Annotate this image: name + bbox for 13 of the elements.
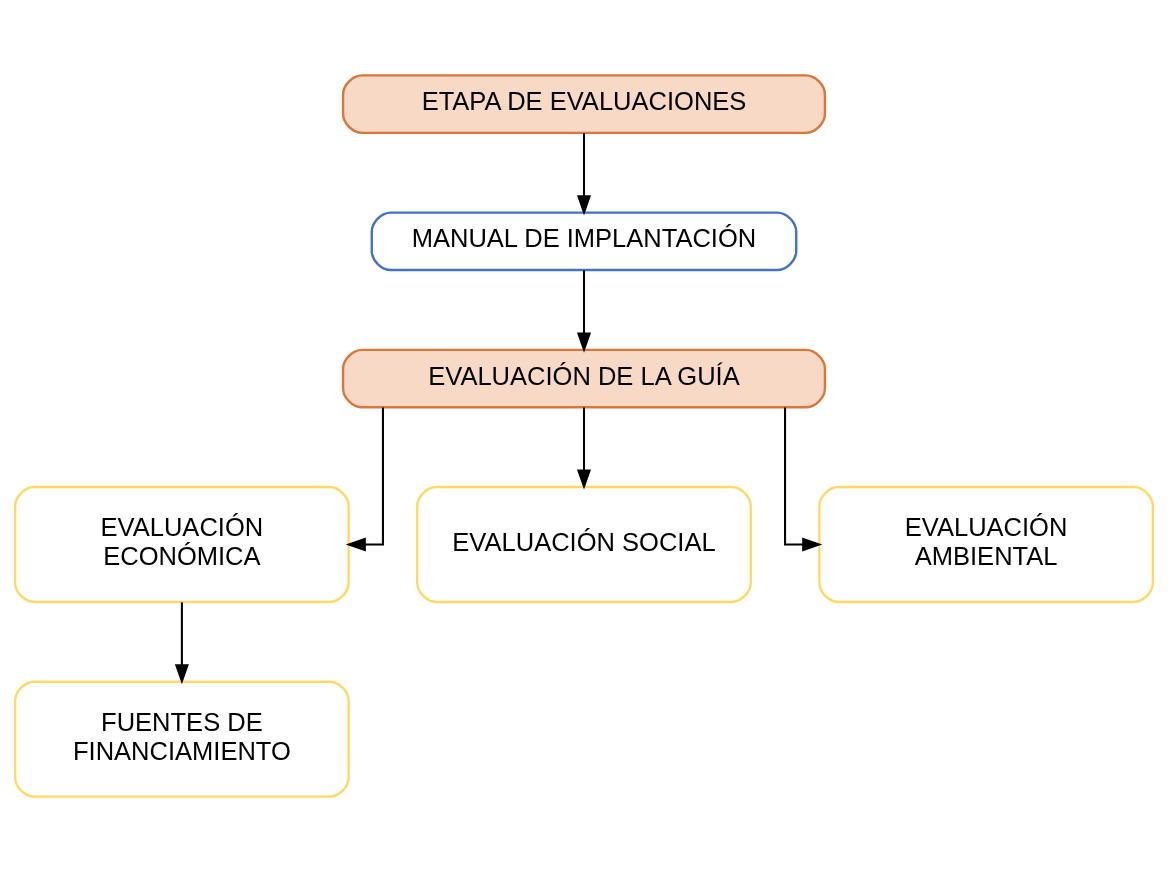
node-box: EVALUACIÓN DE LA GUÍA xyxy=(341,348,827,408)
arrow xyxy=(576,132,592,215)
node-box: FUENTES DE FINANCIAMIENTO xyxy=(13,680,350,798)
node-box: EVALUACIÓN SOCIAL xyxy=(416,485,752,603)
node-box: EVALUACIÓN AMBIENTAL xyxy=(818,485,1155,603)
arrow xyxy=(576,406,592,490)
arrow xyxy=(345,406,384,552)
arrow xyxy=(576,269,592,353)
arrow xyxy=(174,601,189,684)
arrow xyxy=(784,406,823,552)
node-box: EVALUACIÓN ECONÓMICA xyxy=(13,485,350,603)
node-box: MANUAL DE IMPLANTACIÓN xyxy=(370,210,798,271)
node-box: ETAPA DE EVALUACIONES xyxy=(341,73,827,134)
